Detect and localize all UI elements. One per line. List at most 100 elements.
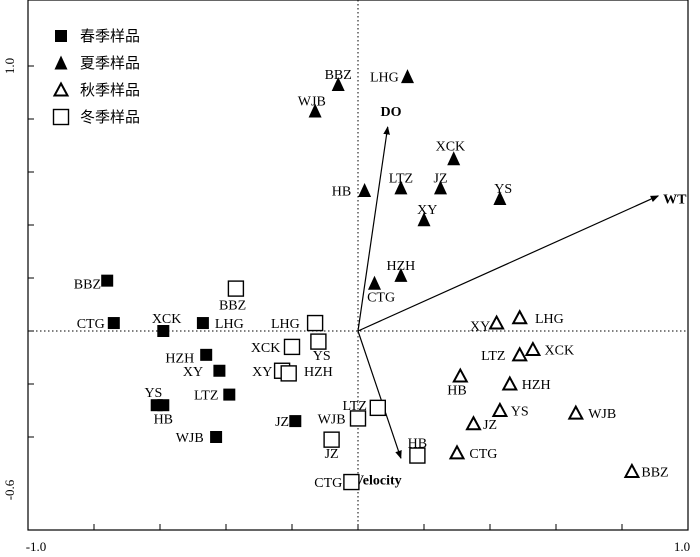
point-2-wjb <box>567 404 584 420</box>
point-label-2-xck: XCK <box>545 344 575 359</box>
point-2-ctg <box>448 444 466 460</box>
point-label-3-hzh: HZH <box>304 365 333 380</box>
point-label-1-ys: YS <box>494 182 512 197</box>
point-label-0-wjb: WJB <box>176 431 204 446</box>
point-0-xy <box>213 364 226 377</box>
point-label-3-bbz: BBZ <box>219 299 246 314</box>
legend-label-0: 春季样品 <box>80 27 140 45</box>
point-label-0-ys: YS <box>144 386 162 401</box>
point-0-ltz <box>223 388 236 401</box>
point-0-lhg <box>196 317 209 330</box>
point-1-ctg <box>368 275 381 290</box>
point-label-2-hb: HB <box>447 383 466 398</box>
point-0-hzh <box>200 348 213 361</box>
x-tick-label: -1.0 <box>26 539 47 554</box>
vector-arrows: DO WT Velocity <box>354 105 687 488</box>
point-label-1-hb: HB <box>332 185 351 200</box>
legend-label-3: 冬季样品 <box>80 108 140 126</box>
point-label-1-ctg: CTG <box>367 291 395 306</box>
point-label-3-xck: XCK <box>251 341 281 356</box>
legend-label-2: 秋季样品 <box>80 81 140 99</box>
point-1-jz <box>434 180 447 195</box>
point-2-ys <box>491 401 509 417</box>
vector-label-wt: WT <box>663 193 687 208</box>
point-label-3-xy: XY <box>252 365 272 380</box>
point-0-jz <box>289 415 302 428</box>
point-3-ltz <box>369 399 386 417</box>
point-label-0-lhg: LHG <box>215 317 244 332</box>
point-1-xck <box>447 151 461 166</box>
point-label-2-jz: JZ <box>483 418 497 433</box>
point-2-ltz <box>511 346 528 362</box>
y-tick-label: -0.6 <box>2 479 17 500</box>
point-label-1-hzh: HZH <box>387 259 416 274</box>
point-2-bbz <box>623 462 641 478</box>
point-label-2-xy: XY <box>470 320 490 335</box>
point-0-ctg <box>107 317 120 330</box>
point-2-hb <box>452 367 469 383</box>
point-label-3-ys: YS <box>313 349 331 364</box>
point-label-1-jz: JZ <box>434 171 448 186</box>
point-label-1-ltz: LTZ <box>389 171 413 186</box>
point-label-2-ctg: CTG <box>469 447 497 462</box>
point-3-jz <box>323 431 340 448</box>
reference-lines <box>28 0 688 530</box>
point-3-hzh <box>280 365 297 382</box>
point-label-3-wjb: WJB <box>318 412 346 427</box>
point-0-wjb <box>210 431 223 443</box>
point-label-3-jz: JZ <box>325 447 339 462</box>
point-3-lhg <box>306 314 324 332</box>
point-3-wjb <box>349 410 367 427</box>
legend-marker-2 <box>52 81 70 97</box>
point-label-2-ys: YS <box>511 405 529 420</box>
vector-do <box>357 126 390 332</box>
x-tick-label: 1.0 <box>674 539 690 554</box>
point-1-ys <box>493 191 507 205</box>
point-label-2-lhg: LHG <box>535 312 564 327</box>
point-3-bbz <box>227 280 245 297</box>
point-label-3-lhg: LHG <box>271 317 300 332</box>
point-1-hzh <box>394 267 408 282</box>
point-label-0-hzh: HZH <box>165 352 194 367</box>
vector-velocity <box>357 330 402 459</box>
point-label-0-xy: XY <box>183 365 203 380</box>
point-label-0-jz: JZ <box>275 415 289 430</box>
point-label-1-xck: XCK <box>436 140 466 155</box>
point-2-xy <box>488 314 505 330</box>
point-0-hb <box>157 399 170 412</box>
point-3-ctg <box>343 473 360 491</box>
point-label-2-bbz: BBZ <box>641 465 668 480</box>
point-label-3-hb: HB <box>408 436 427 451</box>
point-0-bbz <box>101 274 114 287</box>
point-label-1-wjb: WJB <box>298 94 326 109</box>
point-label-0-ctg: CTG <box>77 317 105 332</box>
legend-marker-3 <box>52 108 70 126</box>
point-3-xck <box>283 338 301 356</box>
legend-marker-1 <box>54 55 68 70</box>
point-3-hb <box>409 447 426 464</box>
legend-marker-0 <box>55 30 67 42</box>
point-label-0-ltz: LTZ <box>194 389 218 404</box>
point-label-0-bbz: BBZ <box>74 277 101 292</box>
legend-label-1: 夏季样品 <box>80 54 140 72</box>
point-label-0-xck: XCK <box>152 312 182 327</box>
point-3-ys <box>310 333 327 350</box>
point-0-xck <box>157 325 170 337</box>
vector-label-velocity: Velocity <box>354 473 402 488</box>
point-2-hzh <box>501 375 518 391</box>
point-1-bbz <box>331 77 345 92</box>
y-tick-label: 1.0 <box>2 58 17 74</box>
point-label-0-hb: HB <box>154 412 173 427</box>
point-1-lhg <box>401 69 414 84</box>
point-2-xck <box>524 340 542 357</box>
vector-label-do: DO <box>381 105 402 120</box>
vector-wt <box>357 195 660 332</box>
axis-ticks: -1.0 1.0 -0.6 1.0 <box>2 58 690 554</box>
point-2-jz <box>465 415 482 431</box>
